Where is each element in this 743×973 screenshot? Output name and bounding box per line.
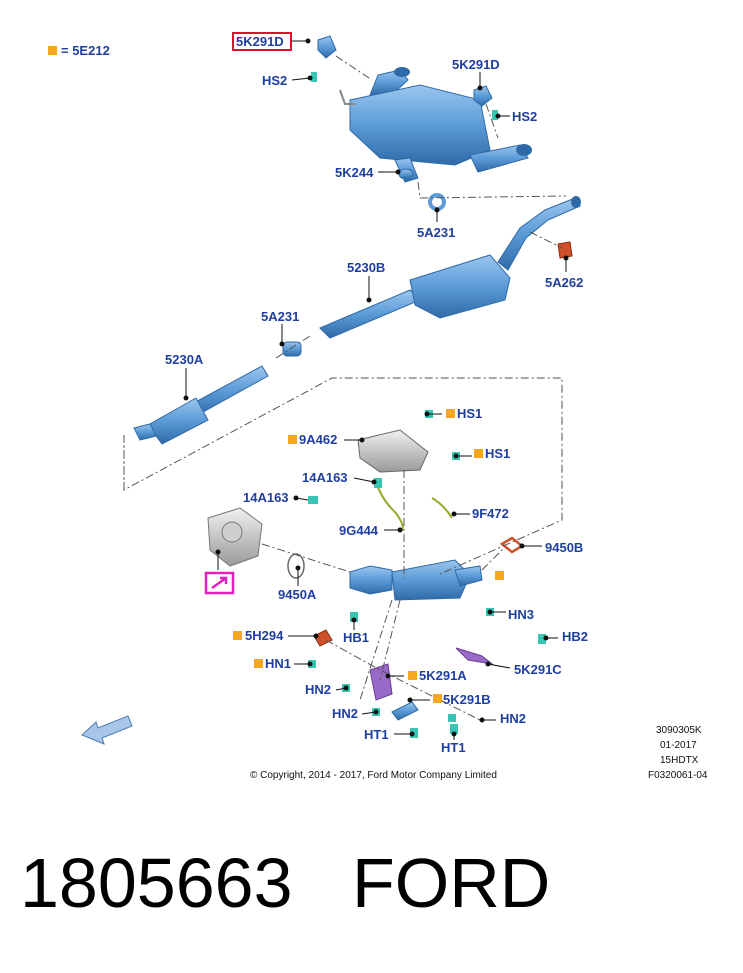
sensor-9g444 bbox=[375, 481, 404, 531]
note-arrow-icon bbox=[211, 576, 228, 590]
info-code: 3090305K bbox=[656, 725, 702, 736]
label-hn2-a: HN2 bbox=[305, 682, 331, 697]
bolt-hb1 bbox=[350, 612, 358, 622]
highlight-box bbox=[232, 32, 292, 51]
leader-lines bbox=[183, 38, 569, 740]
front-direction-arrow-icon bbox=[81, 715, 133, 745]
sensor-14a163-a bbox=[308, 496, 318, 504]
label-5k291c: 5K291C bbox=[514, 662, 562, 677]
label-hb1: HB1 bbox=[343, 630, 369, 645]
label-5230b: 5230B bbox=[347, 260, 385, 275]
label-14a163-a: 14A163 bbox=[302, 470, 348, 485]
assembly-lines bbox=[123, 55, 567, 721]
label-hb2: HB2 bbox=[562, 629, 588, 644]
hanger-5k291d-right bbox=[473, 85, 493, 107]
heat-shield-9a462 bbox=[357, 429, 429, 473]
brand-name: FORD bbox=[352, 844, 551, 922]
label-9g444: 9G444 bbox=[339, 523, 379, 538]
bracket-5k291b bbox=[391, 701, 419, 721]
legend-marker bbox=[48, 46, 57, 55]
label-5k291a: 5K291A bbox=[419, 668, 467, 683]
center-muffler bbox=[319, 196, 581, 339]
label-hn2-c: HN2 bbox=[500, 711, 526, 726]
front-pipe-5230a bbox=[133, 365, 269, 445]
hanger-5k291d-top bbox=[317, 35, 337, 59]
catalytic-converter bbox=[349, 559, 483, 601]
label-hs2-top: HS2 bbox=[262, 73, 287, 88]
screw-hs2-right bbox=[492, 110, 498, 120]
label-hs2-right: HS2 bbox=[512, 109, 537, 124]
clamp-5a231-mid bbox=[282, 341, 302, 357]
label-5a262: 5A262 bbox=[545, 275, 583, 290]
bolt-hb2 bbox=[538, 634, 546, 644]
label-5k244: 5K244 bbox=[335, 165, 374, 180]
label-5230a: 5230A bbox=[165, 352, 204, 367]
nut-hn2-c bbox=[448, 714, 456, 722]
stud-ht1-b bbox=[450, 724, 458, 734]
bracket-5k291a bbox=[369, 663, 393, 701]
sensor-9f472 bbox=[431, 497, 453, 519]
label-hn1: HN1 bbox=[265, 656, 291, 671]
turbocharger bbox=[207, 507, 263, 567]
5e212-markers bbox=[233, 409, 504, 703]
label-5k291d-top: 5K291D bbox=[236, 34, 284, 49]
note-flag-box bbox=[204, 571, 235, 595]
info-figure: F0320061-04 bbox=[648, 770, 708, 781]
label-14a163-b: 14A163 bbox=[243, 490, 289, 505]
info-model: 15HDTX bbox=[660, 755, 699, 766]
label-hn3: HN3 bbox=[508, 607, 534, 622]
sensor-14a163-b bbox=[374, 478, 382, 488]
label-hn2-b: HN2 bbox=[332, 706, 358, 721]
label-9450a: 9450A bbox=[278, 587, 317, 602]
legend-label: = 5E212 bbox=[61, 43, 110, 58]
label-9450b: 9450B bbox=[545, 540, 583, 555]
gasket-9450a bbox=[287, 553, 305, 579]
label-9a462: 9A462 bbox=[299, 432, 337, 447]
label-5h294: 5H294 bbox=[245, 628, 284, 643]
clamp-5a231-top bbox=[428, 193, 446, 211]
clamp-5k244 bbox=[398, 168, 414, 180]
label-5k291b: 5K291B bbox=[443, 692, 491, 707]
info-date: 01-2017 bbox=[660, 740, 697, 751]
label-hs1-top: HS1 bbox=[457, 406, 482, 421]
screw-hs2-top bbox=[311, 72, 317, 82]
label-ht1-b: HT1 bbox=[441, 740, 466, 755]
copyright: © Copyright, 2014 - 2017, Ford Motor Com… bbox=[250, 770, 497, 781]
part-number: 1805663 bbox=[20, 844, 293, 922]
bracket-5k291c bbox=[455, 647, 494, 665]
label-5a231-mid: 5A231 bbox=[261, 309, 299, 324]
label-5a231-top: 5A231 bbox=[417, 225, 455, 240]
label-ht1-a: HT1 bbox=[364, 727, 389, 742]
rear-muffler bbox=[339, 67, 532, 183]
label-9f472: 9F472 bbox=[472, 506, 509, 521]
insulator-5a262 bbox=[557, 241, 573, 259]
label-5k291d-right: 5K291D bbox=[452, 57, 500, 72]
label-hs1-mid: HS1 bbox=[485, 446, 510, 461]
bracket-5h294 bbox=[313, 629, 333, 647]
